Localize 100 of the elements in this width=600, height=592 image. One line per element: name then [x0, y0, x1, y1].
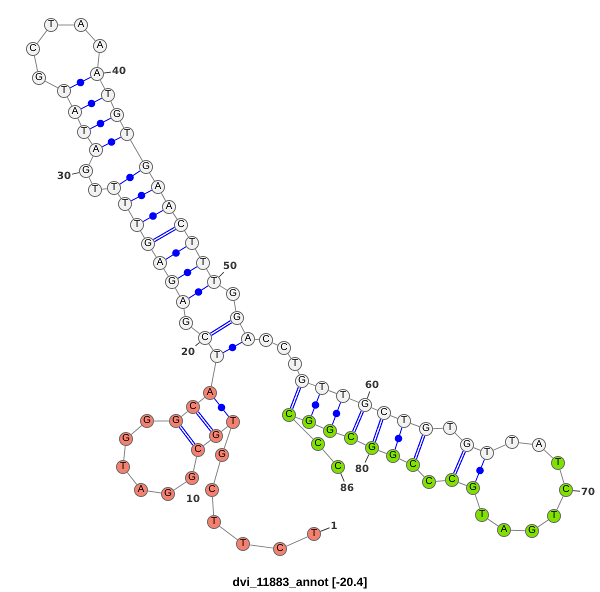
nucleotide-node: G: [295, 374, 309, 388]
nucleotide-node: G: [302, 415, 316, 429]
nucleotide-node: C: [344, 431, 358, 445]
backbone-line: [474, 494, 480, 509]
position-number: 20: [181, 346, 195, 358]
base-pair-line: [372, 419, 384, 442]
leader-line: [71, 172, 80, 175]
base-pair-line: [394, 427, 402, 450]
nucleotide-node: T: [288, 357, 302, 371]
backbone-line: [110, 100, 115, 110]
backbone-line: [192, 456, 198, 472]
backbone-line: [85, 30, 96, 42]
nucleotide-node: A: [162, 200, 176, 214]
base-pair-line: [332, 402, 342, 425]
nucleotide-node: C: [445, 473, 459, 487]
nucleotide-node: T: [196, 256, 210, 270]
backbone-line: [348, 398, 360, 403]
backbone-line: [191, 326, 200, 334]
nucleotide-node: T: [336, 389, 350, 403]
backbone-line: [58, 24, 74, 26]
nucleotide-node: T: [130, 218, 144, 232]
nucleotide-node: A: [497, 523, 511, 537]
backbone-line: [130, 140, 143, 162]
position-number: 86: [340, 482, 354, 494]
backbone-line: [219, 526, 238, 540]
nucleotide-node: T: [226, 415, 240, 429]
backbone-line: [286, 536, 308, 547]
base-pair-line: [352, 410, 364, 432]
nucleotide-node: G: [185, 471, 199, 485]
nucleotide-node: G: [165, 275, 179, 289]
nucleotide-node: C: [331, 460, 345, 474]
backbone-line: [410, 422, 420, 428]
backbone-line: [160, 192, 166, 202]
backbone-line: [220, 426, 228, 432]
base-pair-line: [90, 118, 112, 130]
leader-line: [194, 342, 200, 346]
position-number: 50: [223, 260, 237, 272]
backbone-line: [219, 285, 228, 291]
base-pair-line: [414, 434, 426, 460]
nucleotide-node: G: [358, 398, 372, 412]
backbone-line: [208, 343, 214, 351]
backbone-line: [328, 390, 337, 394]
backbone-line: [435, 480, 446, 482]
nucleotide-node: C: [377, 406, 391, 420]
nucleotide-node: A: [90, 67, 104, 81]
backbone-line: [249, 544, 274, 549]
nucleotide-node: T: [315, 381, 329, 395]
nucleotide-node: A: [203, 386, 217, 400]
base-pair-line: [453, 450, 466, 474]
backbone-line: [203, 440, 211, 446]
backbone-line: [97, 52, 100, 68]
backbone-line: [66, 96, 72, 106]
base-pair-line: [196, 411, 214, 432]
leader-line: [340, 472, 345, 482]
nucleotide-node: C: [259, 333, 273, 347]
base-pair-line: [188, 285, 209, 299]
nucleotide-node: T: [57, 84, 71, 98]
nucleotide-node: G: [139, 160, 153, 174]
nucleotide-node: T: [118, 197, 132, 211]
backbone-line: [295, 416, 303, 420]
backbone-line: [130, 425, 142, 435]
nucleotide-node: C: [311, 437, 325, 451]
nucleotide-node: T: [475, 508, 489, 522]
backbone-line: [370, 407, 378, 411]
backbone-line: [336, 432, 345, 436]
backbone-line: [322, 448, 334, 462]
nucleotide-node: C: [273, 542, 287, 556]
base-pair-line: [210, 320, 232, 336]
backbone-line: [293, 419, 314, 440]
backbone-line: [234, 300, 236, 312]
nucleotide-node: G: [365, 441, 379, 455]
backbone-line: [492, 444, 506, 451]
leader-line: [320, 527, 330, 532]
leader-line: [103, 72, 112, 74]
nucleotide-node: T: [397, 414, 411, 428]
nucleotide-node: G: [419, 422, 433, 436]
nucleotide-node: G: [226, 287, 240, 301]
nucleotide-node: C: [205, 483, 219, 497]
nucleotide-node: T: [185, 236, 199, 250]
nucleotide-node: A: [532, 438, 546, 452]
backbone-line: [147, 490, 162, 494]
nucleotide-node: C: [277, 341, 291, 355]
backbone-line: [213, 461, 221, 484]
nucleotide-node: T: [116, 460, 130, 474]
nucleotide-node: T: [210, 349, 224, 363]
position-number: 1: [330, 520, 338, 532]
base-pair-line: [119, 170, 141, 185]
backbone-line: [180, 410, 188, 418]
nucleotide-node: T: [551, 456, 565, 470]
backbone-line: [101, 188, 108, 190]
nucleotide-node: C: [559, 483, 573, 497]
backbone-line: [537, 519, 549, 528]
base-pair-line: [70, 76, 92, 88]
base-pair-line: [475, 459, 485, 482]
base-pair-line: [222, 342, 242, 354]
backbone-line: [174, 288, 180, 296]
nucleotide-node: A: [93, 39, 107, 53]
nucleotide-node: G: [119, 432, 133, 446]
base-pair-line: [153, 226, 176, 242]
backbone-line: [212, 496, 214, 516]
